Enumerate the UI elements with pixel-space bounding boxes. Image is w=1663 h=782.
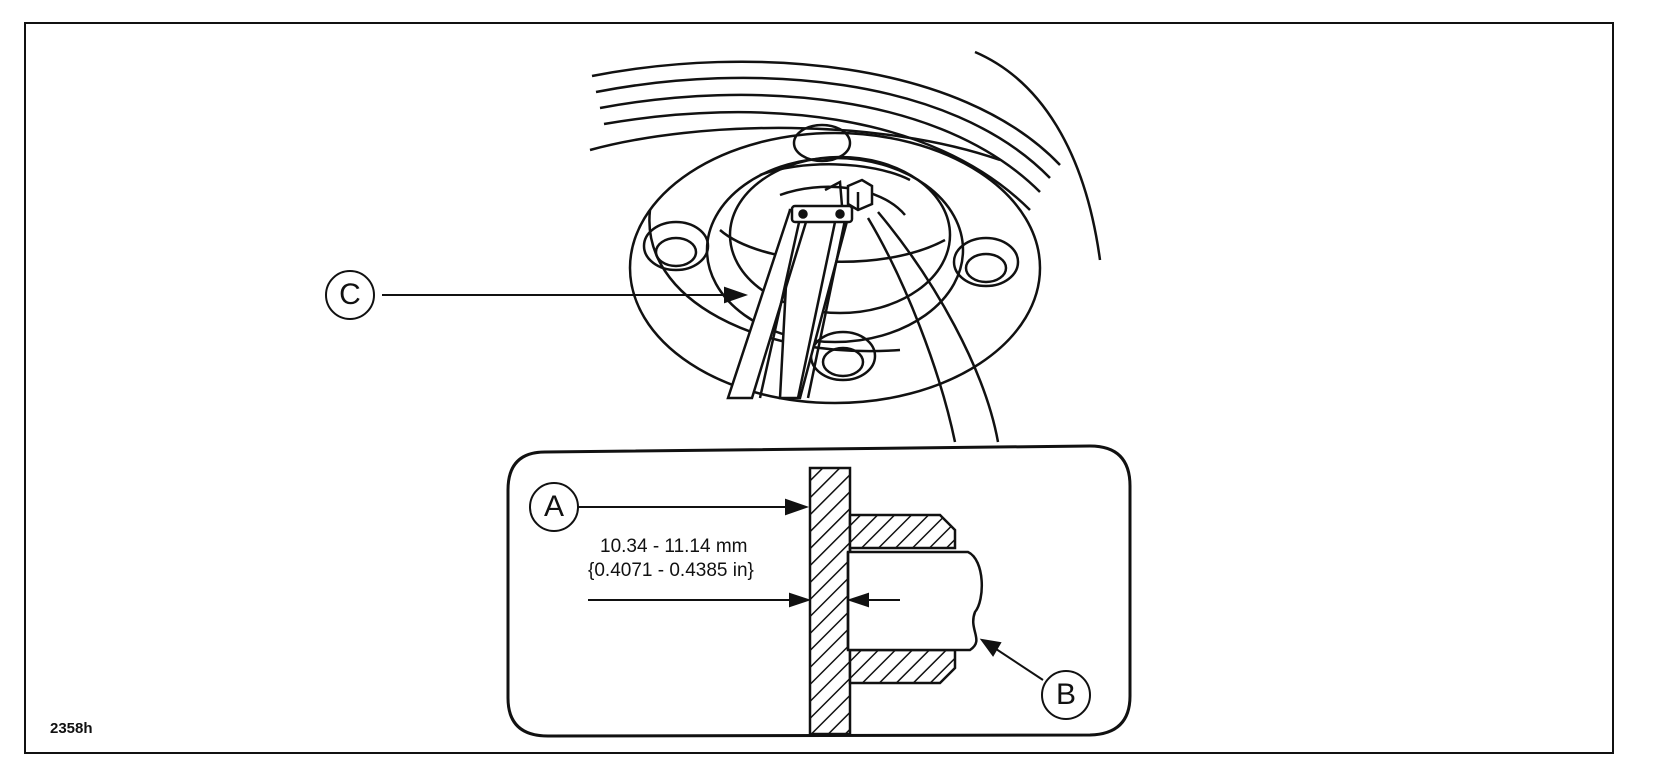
- tire-arcs: [589, 50, 1102, 261]
- wheel-stud: [824, 178, 874, 212]
- lug-holes: [642, 123, 1020, 382]
- callout-leaders: [382, 286, 1044, 681]
- callout-a: A: [529, 482, 579, 532]
- depth-gauge-tool: [726, 204, 854, 400]
- shaft: [846, 550, 984, 652]
- figure-id: 2358h: [50, 720, 93, 737]
- callout-b: B: [1041, 670, 1091, 720]
- detail-pointer: [866, 211, 1000, 443]
- dimension-metric: 10.34 - 11.14 mm: [600, 536, 748, 557]
- section-wall: [808, 466, 852, 736]
- callout-c: C: [325, 270, 375, 320]
- dimension-imperial: {0.4071 - 0.4385 in}: [588, 560, 754, 581]
- dimension-arrows: [588, 592, 900, 608]
- section-flange-upper: [848, 513, 957, 550]
- section-flange-lower: [848, 648, 957, 685]
